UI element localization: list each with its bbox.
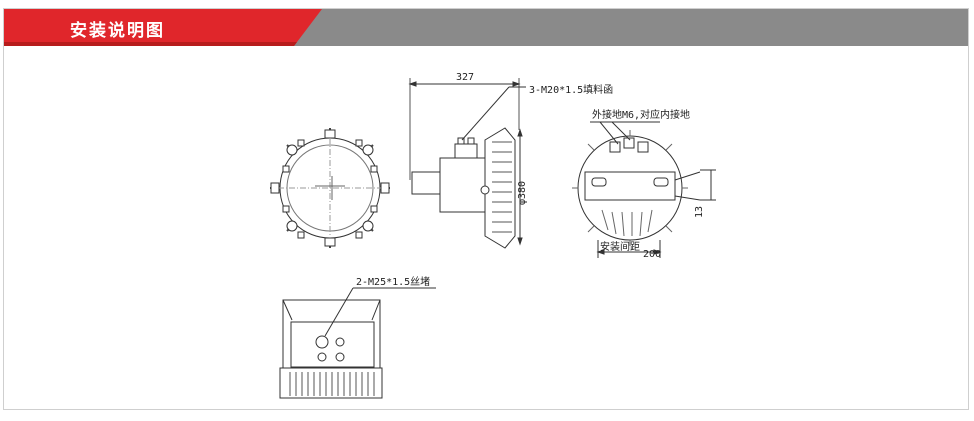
grounding-label: 外接地M6,对应内接地	[592, 108, 690, 121]
cable-gland-top-label: 3-M20*1.5填料函	[529, 83, 613, 96]
dim-diameter-label: φ380	[517, 181, 528, 205]
side-view	[408, 78, 526, 249]
mount-spacing-value: 200	[643, 249, 661, 260]
content-frame: 安装说明图	[3, 8, 969, 410]
title-tab: 安装说明图	[4, 9, 322, 46]
bottom-view	[279, 287, 436, 399]
cable-gland-bottom-label: 2-M25*1.5丝堵	[356, 275, 430, 288]
mount-spacing-label: 安装间距	[600, 240, 640, 253]
page-title: 安装说明图	[70, 21, 165, 41]
dim-width-label: 327	[456, 72, 474, 83]
dim-mount-offset-label: 13	[694, 206, 705, 218]
back-view	[572, 121, 716, 258]
front-view	[270, 128, 390, 248]
title-tab-shape	[4, 9, 322, 46]
